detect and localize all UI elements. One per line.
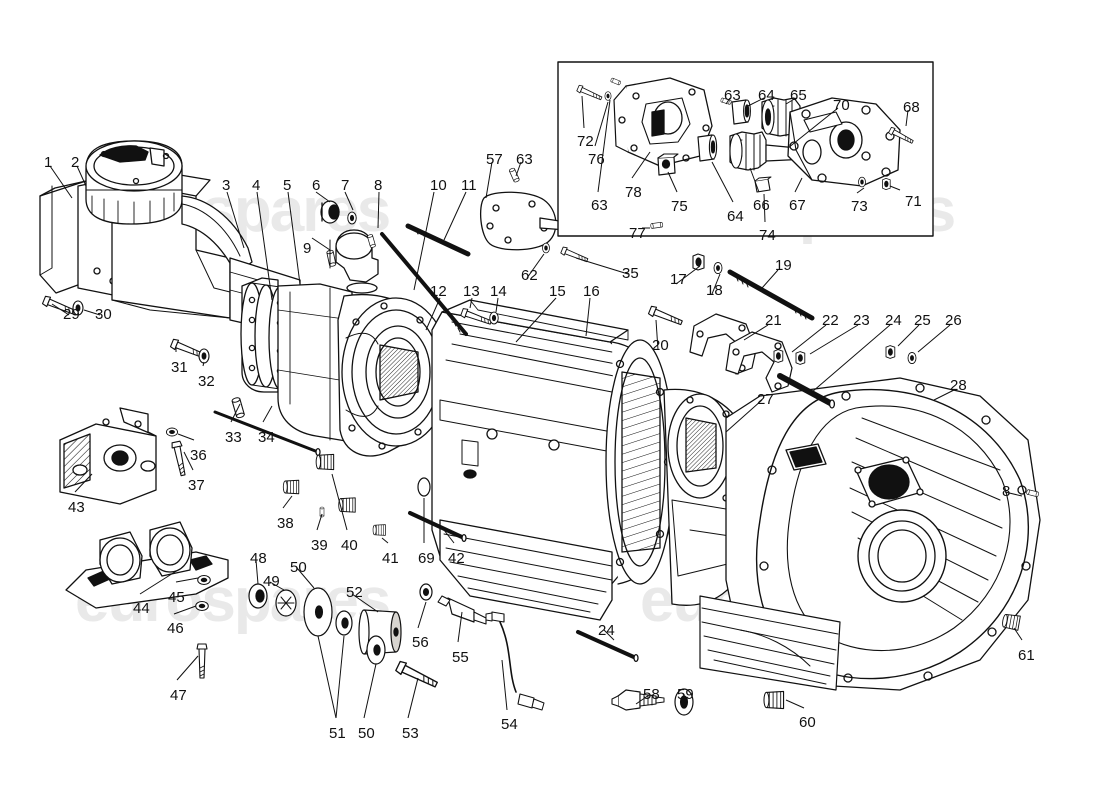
callout-inset-78: 78 xyxy=(625,184,642,201)
callout-inset-70: 70 xyxy=(833,97,850,114)
callout-inset-76: 76 xyxy=(588,151,605,168)
callout-part-13: 13 xyxy=(463,283,480,300)
callout-part-8: 8 xyxy=(1002,483,1011,500)
callout-part-39: 39 xyxy=(311,537,328,554)
callout-part-21: 21 xyxy=(765,312,782,329)
callout-part-4: 4 xyxy=(252,177,261,194)
callout-part-19: 19 xyxy=(775,257,792,274)
callout-part-58: 58 xyxy=(643,686,660,703)
callout-inset-65: 65 xyxy=(790,87,807,104)
callout-part-8: 8 xyxy=(374,177,383,194)
callout-part-41: 41 xyxy=(382,550,399,567)
callout-part-28: 28 xyxy=(950,377,967,394)
callout-part-59: 59 xyxy=(677,686,694,703)
callout-part-32: 32 xyxy=(198,373,215,390)
callout-part-23: 23 xyxy=(853,312,870,329)
callout-part-49: 49 xyxy=(263,573,280,590)
callout-inset-75: 75 xyxy=(671,198,688,215)
callout-inset-71: 71 xyxy=(905,193,922,210)
callout-part-53: 53 xyxy=(402,725,419,742)
callout-inset-68: 68 xyxy=(903,99,920,116)
callout-inset-66: 66 xyxy=(753,197,770,214)
callout-part-51: 51 xyxy=(329,725,346,742)
callout-part-37: 37 xyxy=(188,477,205,494)
callout-part-61: 61 xyxy=(1018,647,1035,664)
callout-part-62: 62 xyxy=(521,267,538,284)
callout-part-24: 24 xyxy=(598,622,615,639)
callout-part-45: 45 xyxy=(168,589,185,606)
callout-part-69: 69 xyxy=(418,550,435,567)
callout-part-5: 5 xyxy=(283,177,292,194)
callout-part-15: 15 xyxy=(549,283,566,300)
callout-part-34: 34 xyxy=(258,429,275,446)
callout-part-38: 38 xyxy=(277,515,294,532)
callout-part-18: 18 xyxy=(706,282,723,299)
callout-part-22: 22 xyxy=(822,312,839,329)
callout-part-17: 17 xyxy=(670,271,687,288)
callout-part-24: 24 xyxy=(885,312,902,329)
callout-part-26: 26 xyxy=(945,312,962,329)
callout-part-52: 52 xyxy=(346,584,363,601)
callout-part-55: 55 xyxy=(452,649,469,666)
callout-part-42: 42 xyxy=(448,550,465,567)
callout-part-50: 50 xyxy=(358,725,375,742)
callout-part-50: 50 xyxy=(290,559,307,576)
callout-inset-72: 72 xyxy=(577,133,594,150)
callout-part-2: 2 xyxy=(71,154,80,171)
callout-part-33: 33 xyxy=(225,429,242,446)
callout-inset-64: 64 xyxy=(727,208,744,225)
callout-part-10: 10 xyxy=(430,177,447,194)
callout-inset-67: 67 xyxy=(789,197,806,214)
callout-inset-63: 63 xyxy=(724,87,741,104)
callout-part-6: 6 xyxy=(312,177,321,194)
callout-part-31: 31 xyxy=(171,359,188,376)
callout-part-43: 43 xyxy=(68,499,85,516)
callout-part-11: 11 xyxy=(461,177,477,194)
callout-inset-74: 74 xyxy=(759,227,776,244)
callout-part-27: 27 xyxy=(757,391,774,408)
callout-inset-64: 64 xyxy=(758,87,775,104)
callout-part-56: 56 xyxy=(412,634,429,651)
callout-part-25: 25 xyxy=(914,312,931,329)
callout-part-48: 48 xyxy=(250,550,267,567)
callout-part-47: 47 xyxy=(170,687,187,704)
callout-part-35: 35 xyxy=(622,265,639,282)
callout-part-20: 20 xyxy=(652,337,669,354)
callout-part-60: 60 xyxy=(799,714,816,731)
callout-inset-73: 73 xyxy=(851,198,868,215)
callout-part-7: 7 xyxy=(341,177,350,194)
callout-part-9: 9 xyxy=(303,240,312,257)
callout-part-40: 40 xyxy=(341,537,358,554)
callout-part-30: 30 xyxy=(95,306,112,323)
callout-part-46: 46 xyxy=(167,620,184,637)
callout-part-44: 44 xyxy=(133,600,150,617)
callout-part-36: 36 xyxy=(190,447,207,464)
callout-part-14: 14 xyxy=(490,283,507,300)
callout-part-54: 54 xyxy=(501,716,518,733)
callout-part-12: 12 xyxy=(430,283,447,300)
callout-inset-77: 77 xyxy=(629,225,646,242)
callout-part-63: 63 xyxy=(516,151,533,168)
callout-part-57: 57 xyxy=(486,151,503,168)
callout-part-29: 29 xyxy=(63,306,80,323)
callout-part-16: 16 xyxy=(583,283,600,300)
callout-part-3: 3 xyxy=(222,177,231,194)
callout-part-1: 1 xyxy=(44,154,53,171)
callout-inset-63: 63 xyxy=(591,197,608,214)
